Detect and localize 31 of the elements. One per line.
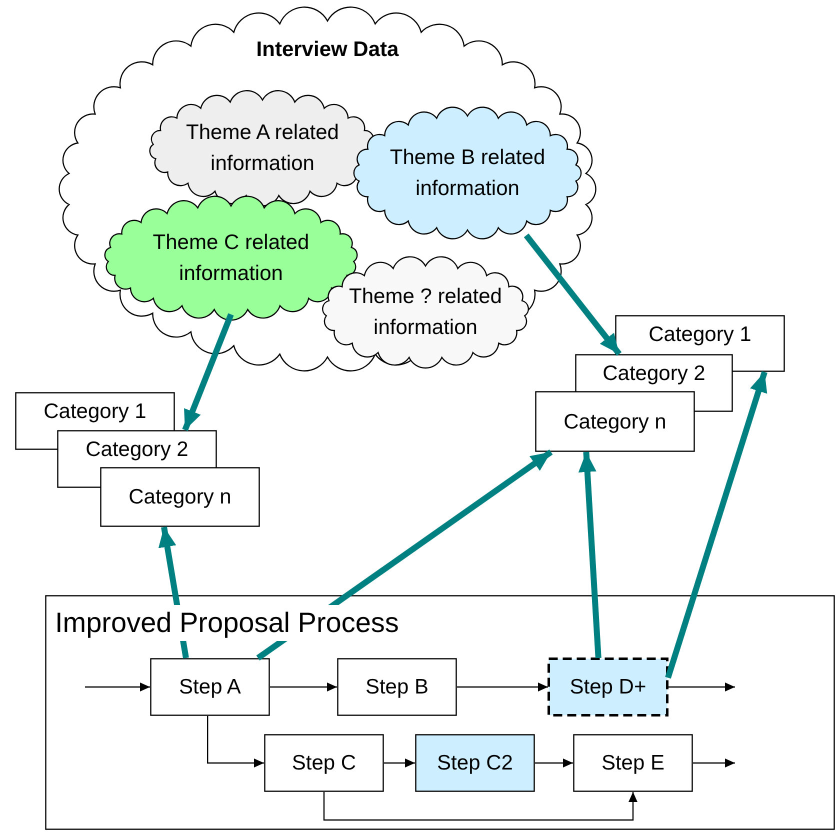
step-label: Step C [290, 750, 358, 776]
step-label: Step D+ [568, 674, 648, 700]
cloud-label: Theme B related information [388, 145, 546, 202]
step-label: Step B [364, 674, 430, 700]
step-label: Step C2 [436, 750, 514, 776]
category-label: Category n [562, 409, 668, 435]
cloud-title: Interview Data [256, 37, 399, 63]
step-label: Step A [178, 674, 242, 700]
cloud-label: Theme A related information [185, 120, 340, 177]
category-label: Category 2 [602, 361, 706, 387]
frame-title: Improved Proposal Process [55, 605, 399, 641]
cloud-label: Theme ? related information [348, 284, 503, 341]
category-label: Category n [128, 484, 232, 510]
arrow [693, 758, 735, 768]
arrow [578, 452, 602, 658]
arrow [270, 682, 337, 692]
arrow [457, 682, 548, 692]
arrow [182, 313, 234, 432]
arrow [323, 792, 638, 821]
category-label: Category 2 [86, 437, 188, 463]
arrow [665, 371, 768, 679]
arrow [207, 716, 264, 768]
arrow [85, 682, 150, 692]
cloud-label: Theme C related information [152, 230, 310, 287]
arrow [668, 682, 735, 692]
arrow [384, 758, 415, 768]
category-label: Category 1 [44, 399, 146, 425]
arrow [524, 234, 622, 356]
step-label: Step E [600, 750, 666, 776]
arrow [535, 758, 573, 768]
category-label: Category 1 [648, 322, 752, 348]
